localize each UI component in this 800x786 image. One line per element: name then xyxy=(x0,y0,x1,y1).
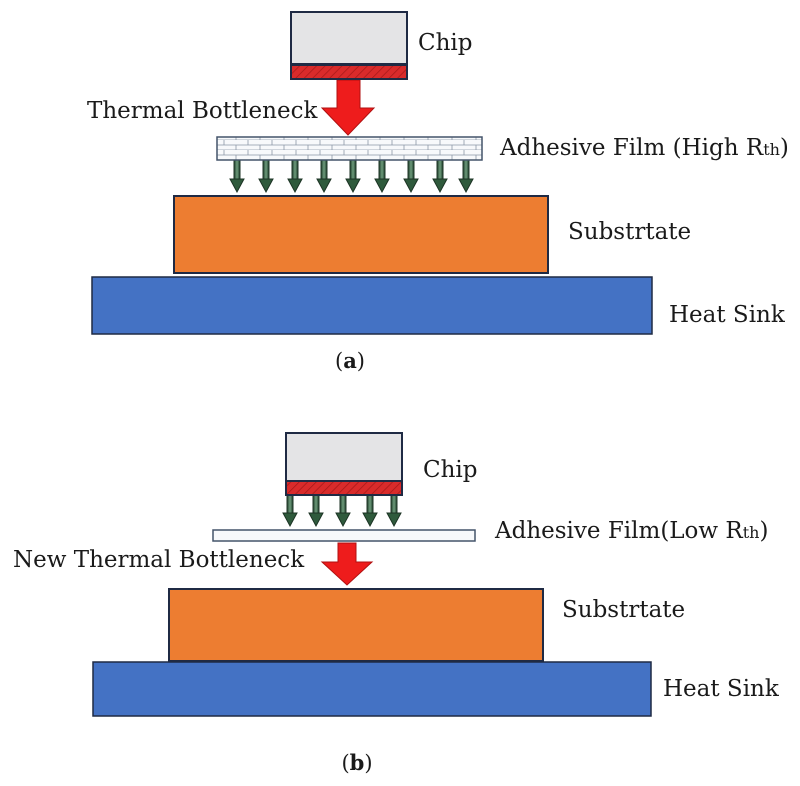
heatsink-label-b: Heat Sink xyxy=(663,676,780,702)
heatsink-label-a: Heat Sink xyxy=(669,302,786,328)
heat-flow-arrow xyxy=(403,159,419,193)
chip-label-a: Chip xyxy=(418,30,473,56)
heat-flow-arrow xyxy=(229,159,245,193)
bottleneck-label-a: Thermal Bottleneck xyxy=(87,98,318,124)
heat-flow-arrow xyxy=(287,159,303,193)
heat-flow-arrow xyxy=(345,159,361,193)
bottleneck-arrow-b xyxy=(320,542,374,586)
adhesive-film-b xyxy=(212,529,476,542)
caption-b: (b) xyxy=(341,750,372,775)
heat-flow-arrow xyxy=(282,493,298,527)
bottleneck-arrow-a xyxy=(320,79,376,136)
heat-flow-arrow xyxy=(316,159,332,193)
film-label-a: Adhesive Film (High Rth) xyxy=(499,135,789,161)
heat-flow-arrow xyxy=(362,493,378,527)
substrate-b xyxy=(168,588,544,662)
heat-flow-arrow xyxy=(258,159,274,193)
heat-flow-arrow xyxy=(386,493,402,527)
chip-base-b xyxy=(285,480,403,496)
substrate-label-b: Substrtate xyxy=(562,597,685,623)
heat-flow-arrows-b xyxy=(282,493,402,527)
substrate-label-a: Substrtate xyxy=(568,219,691,245)
panel-a: Chip Thermal Bottleneck Adhesive Film (H… xyxy=(87,11,789,373)
heat-sink-a xyxy=(91,276,653,335)
heat-flow-arrow xyxy=(308,493,324,527)
heat-flow-arrow xyxy=(432,159,448,193)
heat-flow-arrow xyxy=(335,493,351,527)
caption-a: (a) xyxy=(335,348,365,373)
bottleneck-label-b: New Thermal Bottleneck xyxy=(13,547,305,573)
heat-flow-arrow xyxy=(374,159,390,193)
heat-sink-b xyxy=(92,661,652,717)
substrate-a xyxy=(173,195,549,274)
heat-flow-arrow xyxy=(458,159,474,193)
chip-base-a xyxy=(290,64,408,80)
adhesive-film-a xyxy=(216,136,483,161)
film-label-b: Adhesive Film(Low Rth) xyxy=(494,518,768,544)
chip-body-b xyxy=(285,432,403,482)
chip-body-a xyxy=(290,11,408,65)
heat-flow-arrows-a xyxy=(229,159,474,193)
panel-b: Chip Adhesive Film(Low Rth) New Thermal … xyxy=(13,432,780,775)
chip-label-b: Chip xyxy=(423,457,478,483)
